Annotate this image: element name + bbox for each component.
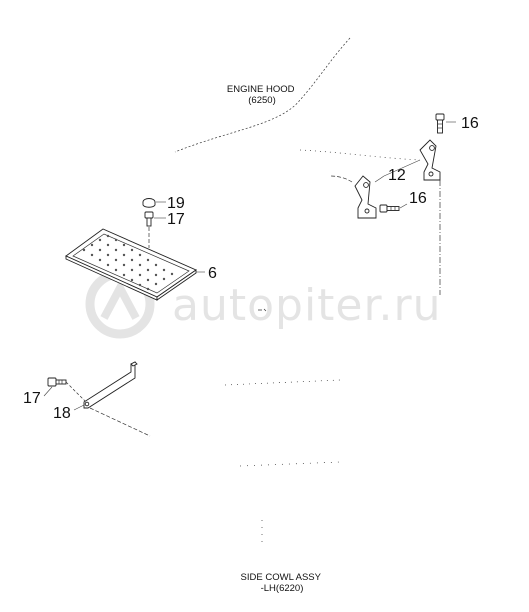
callout-19: 19 bbox=[167, 195, 185, 212]
latch-12-right bbox=[419, 139, 441, 181]
engine-hood-label: ENGINE HOOD (6250) bbox=[227, 84, 297, 106]
callout-18: 18 bbox=[53, 405, 71, 422]
engine-hood-label-line1: ENGINE HOOD bbox=[227, 84, 295, 95]
callout-12: 12 bbox=[388, 167, 406, 184]
engine-hood-outline bbox=[174, 37, 351, 153]
bracket-18 bbox=[83, 361, 138, 409]
latch-12-left bbox=[329, 175, 377, 219]
engine-hood-lower-edge bbox=[299, 149, 421, 161]
step-plate-holes bbox=[82, 234, 174, 291]
bolt-16-lower bbox=[379, 204, 400, 213]
callout-16-lower: 16 bbox=[409, 190, 427, 207]
center-mark bbox=[258, 308, 267, 312]
side-cowl-label: SIDE COWL ASSY -LH(6220) bbox=[241, 572, 324, 594]
bolt-17-lower bbox=[47, 377, 67, 387]
callout-16-top: 16 bbox=[461, 115, 479, 132]
watermark-text: autopiter.ru bbox=[172, 280, 442, 331]
engine-hood-label-line2: (6250) bbox=[248, 95, 275, 106]
step-plate-6 bbox=[65, 228, 197, 301]
callout-17-upper: 17 bbox=[167, 211, 185, 228]
side-cowl-label-line2: -LH(6220) bbox=[261, 583, 304, 594]
callout-17-lower: 17 bbox=[23, 390, 41, 407]
side-cowl-dashes bbox=[224, 379, 341, 386]
callout-6: 6 bbox=[208, 265, 217, 282]
bolt-16-top bbox=[435, 113, 445, 134]
bolt-17-upper bbox=[144, 211, 154, 227]
side-cowl-label-line1: SIDE COWL ASSY bbox=[241, 572, 322, 583]
grommet-19 bbox=[142, 198, 156, 208]
watermark: autopiter.ru bbox=[85, 269, 442, 339]
